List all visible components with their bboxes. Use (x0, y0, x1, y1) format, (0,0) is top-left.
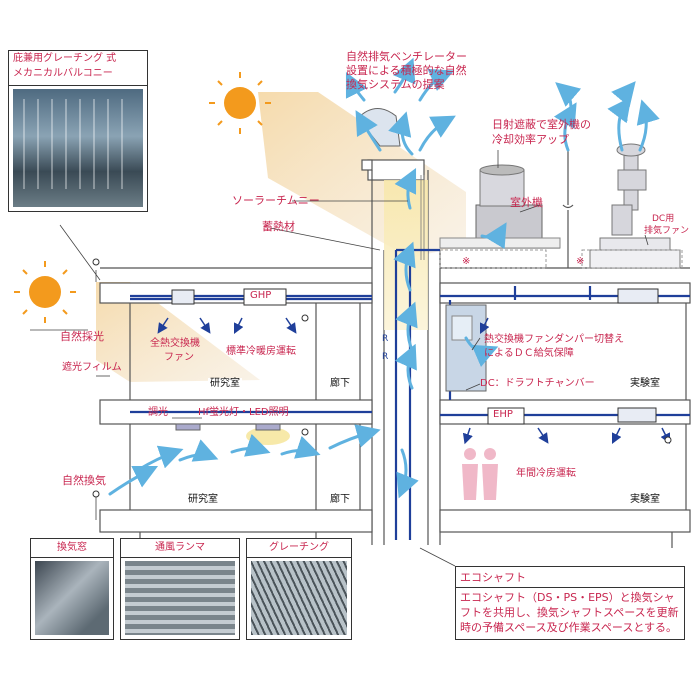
ventilator-callout-line3: 換気システムの提案 (346, 78, 445, 91)
room-corridor-upper: 廊下 (328, 378, 352, 391)
grating-photo-panel: グレーチング (246, 538, 352, 640)
grating-caption: グレーチング (247, 539, 351, 558)
ehp-label: EHP (493, 409, 513, 420)
dc-fan-label-line2: 排気ファン (644, 226, 690, 236)
ehp-unit-box (487, 407, 525, 425)
draft-chamber-label: DC：ドラフトチャンバー (480, 378, 595, 389)
room-lab-lower: 研究室 (186, 494, 220, 507)
room-lab-upper: 研究室 (208, 378, 242, 391)
ghp-label: GHP (250, 290, 272, 301)
balcony-caption-line2: メカニカルバルコニー (13, 68, 113, 79)
dc-fan-label-line1: DC用 (652, 214, 675, 224)
solar-chimney-label: ソーラーチムニー (232, 194, 320, 207)
dimming-label: 調光 (148, 407, 168, 418)
yearround-cooling-label: 年間冷房運転 (516, 468, 576, 479)
eco-shaft-note: エコシャフト エコシャフト（DS・PS・EPS）と換気シャフトを共用し、換気シャ… (455, 566, 685, 640)
standard-cooling-label: 標準冷暖房運転 (226, 346, 296, 357)
room-exp-lower: 実験室 (628, 494, 662, 507)
shaft-r-label-1: R (382, 334, 389, 344)
heat-storage-label: 蓄熱材 (262, 220, 295, 233)
exp-unit-upper (617, 288, 659, 304)
eco-shaft-title: エコシャフト (456, 567, 684, 588)
damper-label-line1: 熱交換機ファンダンパー切替え (484, 334, 624, 345)
hx-fan-label-line2: ファン (164, 352, 194, 363)
louver-caption: 通風ランマ (121, 539, 239, 558)
ventilator-callout-line2: 設置による積極的な自然 (346, 64, 467, 77)
balcony-photo-image (13, 89, 143, 207)
room-exp-upper: 実験室 (628, 378, 662, 391)
light-fixture-1 (175, 423, 201, 431)
sunbeam-left (96, 282, 260, 382)
eco-shaft-body: エコシャフト（DS・PS・EPS）と換気シャフトを共用し、換気シャフトスペースを… (460, 591, 679, 634)
dc-exhaust-fan-icon (589, 143, 681, 269)
ghp-unit-box (243, 288, 287, 306)
lighting-label: Hf蛍光灯・LED照明 (198, 407, 289, 418)
grating-photo-image (251, 561, 347, 635)
natural-light-label: 自然採光 (60, 330, 104, 343)
light-fixture-2 (255, 423, 281, 431)
shaft-r-label-2: R (382, 352, 389, 362)
damper-label-line2: によるＤＣ給気保障 (484, 348, 574, 359)
exp-unit-lower (617, 407, 657, 423)
people-icon (462, 448, 498, 500)
heat-exchanger-unit (171, 289, 195, 305)
heat-storage-material (420, 175, 425, 260)
ventilator-callout-line1: 自然排気ベンチレーター (346, 50, 467, 63)
natural-vent-label: 自然換気 (62, 474, 106, 487)
light-film-label: 遮光フィルム (62, 362, 122, 373)
balcony-photo-panel: 庇兼用グレーチング 式 メカニカルバルコニー (8, 50, 148, 212)
outdoor-unit-label: 室外機 (510, 196, 543, 209)
note-mark-2: ※ (576, 256, 585, 267)
window-photo-panel: 換気窓 (30, 538, 114, 640)
note-mark-1: ※ (462, 256, 471, 267)
window-photo-image (35, 561, 109, 635)
sun-icon-left (14, 261, 76, 323)
room-corridor-lower: 廊下 (328, 494, 352, 507)
louver-photo-panel: 通風ランマ (120, 538, 240, 640)
balcony-caption-line1: 庇兼用グレーチング 式 (13, 53, 117, 64)
sun-icon-upper (209, 72, 271, 134)
shading-callout-line2: 冷却効率アップ (492, 133, 569, 146)
hx-fan-label-line1: 全熱交換機 (150, 338, 200, 349)
shading-callout-line1: 日射遮蔽で室外機の (492, 118, 591, 131)
louver-photo-image (125, 561, 235, 635)
window-caption: 換気窓 (31, 539, 113, 558)
